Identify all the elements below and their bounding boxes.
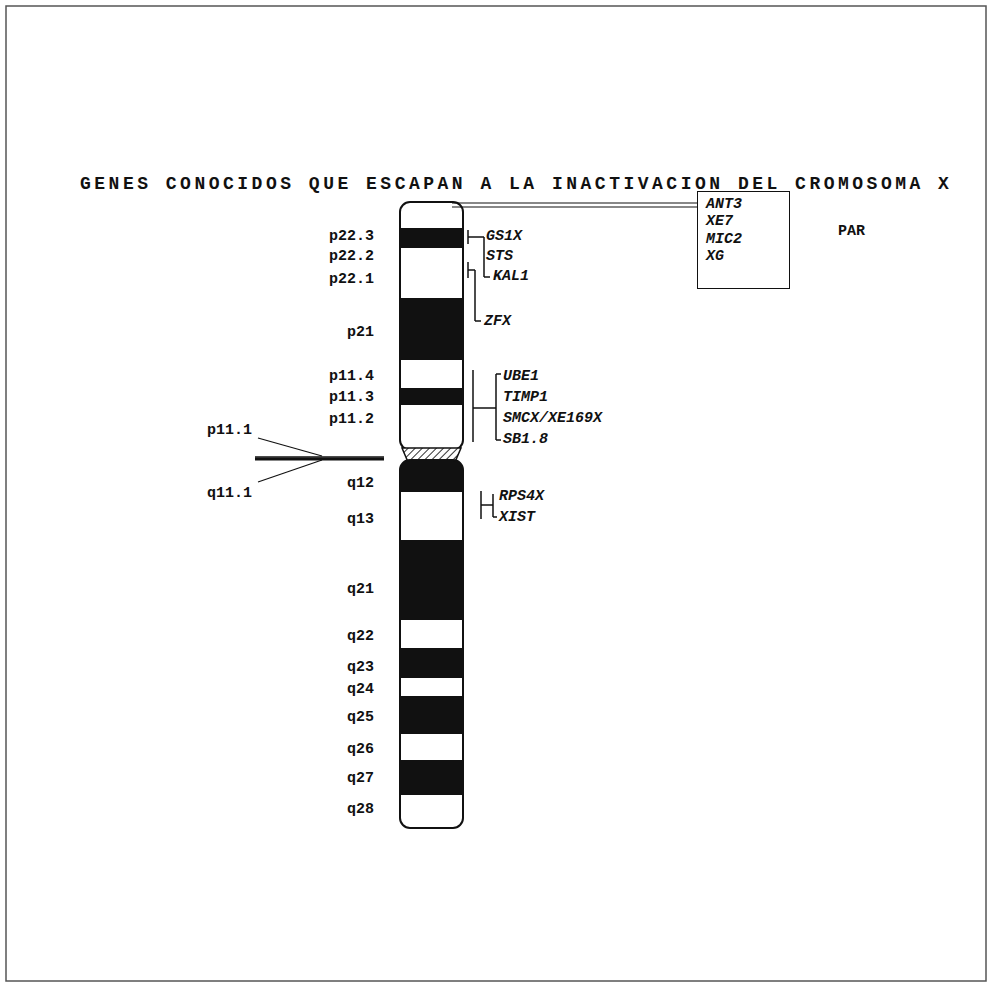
gene-name: TIMP1 bbox=[503, 390, 548, 407]
band-label: q12 bbox=[347, 476, 374, 493]
gene-name: UBE1 bbox=[503, 369, 539, 386]
band-label: p21 bbox=[347, 325, 374, 342]
gene-name: ZFX bbox=[484, 314, 511, 331]
band-label: q28 bbox=[347, 802, 374, 819]
band-label: q27 bbox=[347, 771, 374, 788]
band-label: q24 bbox=[347, 682, 374, 699]
band-label: q22 bbox=[347, 629, 374, 646]
diagram-title: GENES CONOCIDOS QUE ESCAPAN A LA INACTIV… bbox=[80, 175, 952, 195]
gene-name: ANT3 bbox=[706, 196, 781, 213]
par-gene-box: ANT3XE7MIC2XG bbox=[697, 191, 790, 289]
band-label: q23 bbox=[347, 660, 374, 677]
gene-name: SB1.8 bbox=[503, 432, 548, 449]
band-label: q11.1 bbox=[207, 486, 252, 503]
band-label: p11.3 bbox=[329, 390, 374, 407]
band-label: PAR bbox=[838, 224, 865, 241]
gene-name: RPS4X bbox=[499, 489, 544, 506]
gene-name: MIC2 bbox=[706, 231, 781, 248]
band-label: p22.1 bbox=[329, 272, 374, 289]
band-label: q26 bbox=[347, 742, 374, 759]
band-label: p22.2 bbox=[329, 249, 374, 266]
gene-name: SMCX/XE169X bbox=[503, 411, 602, 428]
gene-name: GS1X bbox=[486, 229, 522, 246]
gene-name: STS bbox=[486, 249, 513, 266]
band-label: p11.1 bbox=[207, 423, 252, 440]
gene-name: KAL1 bbox=[493, 269, 529, 286]
band-label: q21 bbox=[347, 582, 374, 599]
band-label: q25 bbox=[347, 710, 374, 727]
band-label: p11.4 bbox=[329, 369, 374, 386]
band-label: q13 bbox=[347, 512, 374, 529]
band-label: p22.3 bbox=[329, 229, 374, 246]
gene-name: XIST bbox=[499, 510, 535, 527]
gene-name: XE7 bbox=[706, 213, 781, 230]
band-label: p11.2 bbox=[329, 412, 374, 429]
gene-name: XG bbox=[706, 248, 781, 265]
